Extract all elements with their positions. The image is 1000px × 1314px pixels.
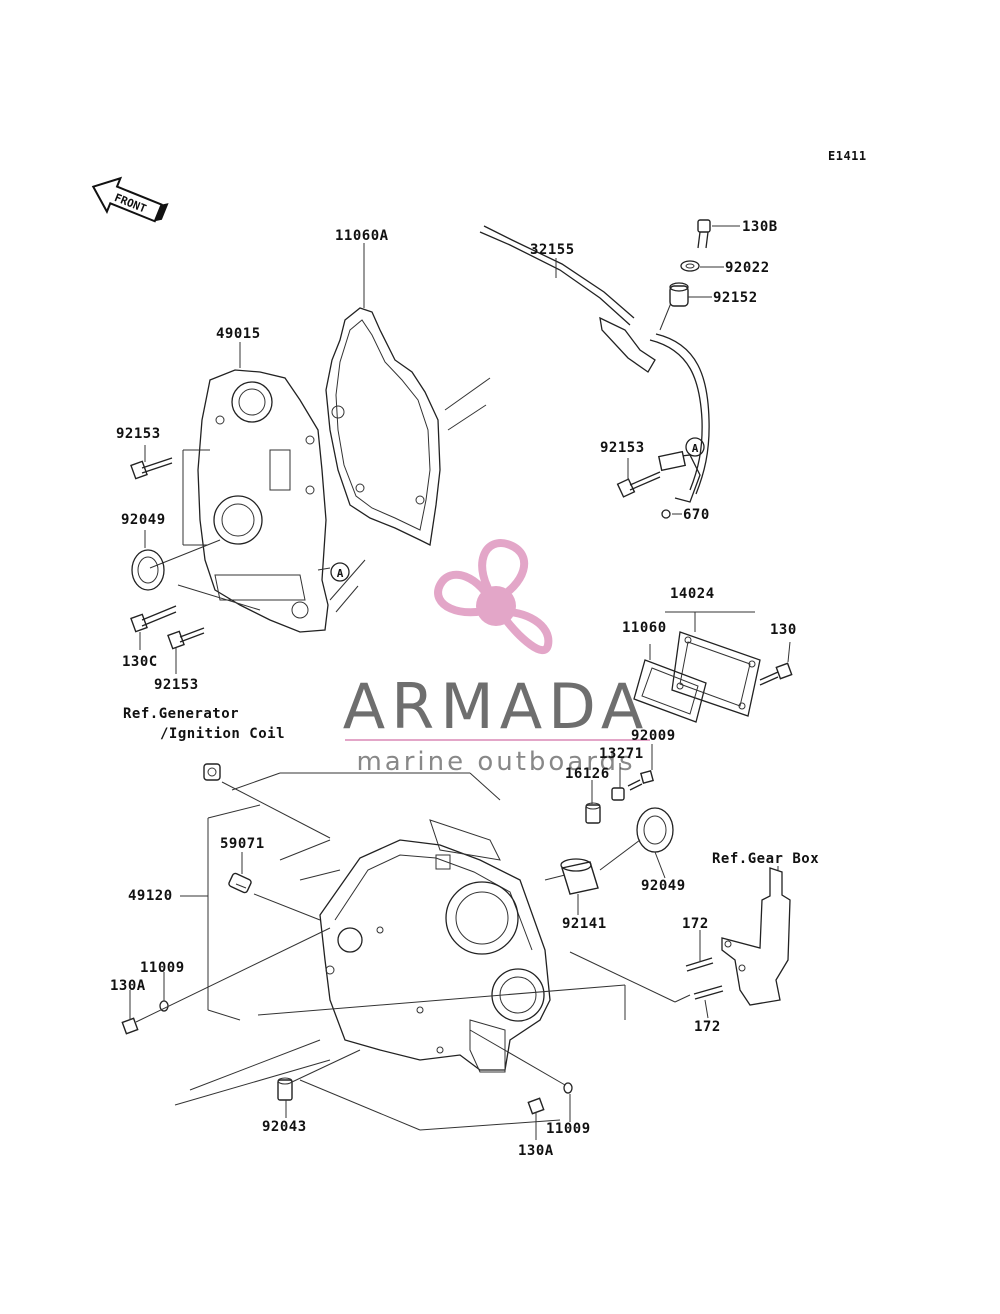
label-11009-bottom: 11009: [546, 1121, 591, 1137]
label-670: 670: [683, 507, 710, 523]
label-92153-top: 92153: [116, 426, 161, 442]
washer-11009-bottom: [563, 1082, 573, 1094]
label-49120: 49120: [128, 888, 173, 904]
gasket-11060: [633, 659, 707, 723]
armada-logo: ARMADA marine outboards: [343, 539, 650, 777]
plug-generator: [203, 763, 221, 781]
oil-seal-92049-right: [636, 807, 674, 853]
bolt-130a-left: [121, 1017, 139, 1035]
label-59071: 59071: [220, 836, 265, 852]
bolt-92153-bottom: [167, 627, 205, 650]
part-labels: 130B 32155 92022 92152 11060A 49015 9215…: [110, 219, 819, 1159]
label-92153-right: 92153: [600, 440, 645, 456]
label-172-bottom: 172: [694, 1019, 721, 1035]
bolt-92153-top: [130, 457, 173, 480]
bolt-92009: [627, 770, 654, 791]
ref-marker-a-left: A: [317, 562, 350, 582]
gear-box-bracket: [721, 867, 791, 1006]
label-ref-gear-box: Ref.Gear Box: [712, 851, 819, 867]
bolt-130: [759, 662, 793, 686]
label-ref-generator: Ref.Generator: [123, 706, 239, 722]
label-92043: 92043: [262, 1119, 307, 1135]
label-130: 130: [770, 622, 797, 638]
nut-13271: [611, 787, 625, 801]
label-130c: 130C: [122, 654, 158, 670]
label-92049-right: 92049: [641, 878, 686, 894]
brand-name: ARMADA: [343, 670, 649, 743]
bolt-92153-right: [616, 458, 661, 498]
label-11060: 11060: [622, 620, 667, 636]
bolt-130c: [130, 605, 177, 633]
cover-49015: [197, 369, 329, 633]
label-49015: 49015: [216, 326, 261, 342]
washer-92022: [680, 260, 724, 272]
brand-tagline: marine outboards: [356, 747, 635, 777]
svg-text:A: A: [692, 442, 699, 455]
dipstick-32155: [479, 225, 710, 503]
plug-59071: [228, 872, 252, 894]
label-130b: 130B: [742, 219, 778, 235]
dowel-16126: [585, 802, 601, 824]
grommet-92152: [669, 282, 712, 307]
label-13271: 13271: [599, 746, 644, 762]
label-11060a: 11060A: [335, 228, 389, 244]
label-172-top: 172: [682, 916, 709, 932]
label-92153-bottom: 92153: [154, 677, 199, 693]
label-92049-left: 92049: [121, 512, 166, 528]
oil-seal-92049-left: [131, 549, 165, 591]
front-arrow-icon: FRONT: [91, 176, 169, 223]
label-92141: 92141: [562, 916, 607, 932]
label-14024: 14024: [670, 586, 715, 602]
svg-text:A: A: [337, 567, 344, 580]
label-130a-left: 130A: [110, 978, 146, 994]
label-32155: 32155: [530, 242, 575, 258]
label-92009: 92009: [631, 728, 676, 744]
o-ring-670: [661, 509, 682, 519]
bushing-92141: [560, 858, 599, 895]
bolt-130a-bottom: [527, 1097, 545, 1115]
cover-14024: [671, 631, 761, 717]
stud-172-top: [685, 957, 714, 972]
label-11009-left: 11009: [140, 960, 185, 976]
label-130a-bottom: 130A: [518, 1143, 554, 1159]
label-92022: 92022: [725, 260, 770, 276]
gasket-11060a: [325, 307, 441, 546]
label-92152: 92152: [713, 290, 758, 306]
bolt-130b: [697, 219, 740, 249]
stud-172-bottom: [693, 985, 724, 1000]
label-16126: 16126: [565, 766, 610, 782]
propeller-icon: [434, 539, 553, 655]
dowel-92043: [277, 1077, 293, 1101]
diagram-code: E1411: [828, 149, 867, 163]
ref-marker-a-right: A: [685, 437, 705, 457]
crankcase-49120: [319, 819, 551, 1073]
label-ref-ignition-coil: /Ignition Coil: [160, 726, 285, 742]
